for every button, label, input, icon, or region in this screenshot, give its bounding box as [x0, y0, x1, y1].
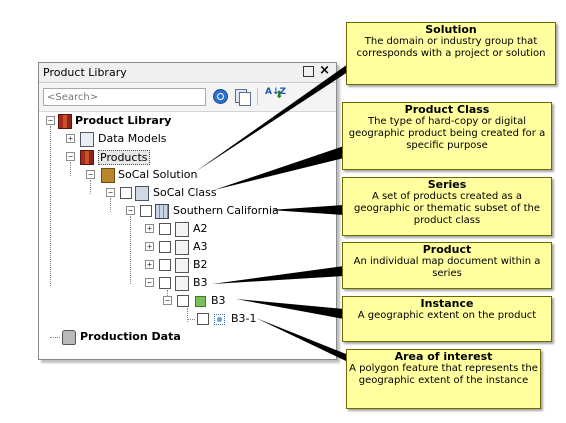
tree-connector	[90, 180, 91, 194]
product-document-icon	[175, 258, 189, 273]
callout-instance: Instance A geographic extent on the prod…	[342, 296, 552, 342]
checkbox-b2[interactable]	[159, 259, 171, 271]
callout-area-of-interest-title: Area of interest	[394, 350, 493, 363]
tree-item-socal-class[interactable]: SoCal Class	[153, 186, 217, 199]
products-icon	[80, 150, 94, 165]
checkbox-southern-california[interactable]	[140, 205, 152, 217]
tree-connector	[50, 337, 60, 338]
product-document-icon	[175, 240, 189, 255]
product-library-tree: − Product Library + Data Models − Produc…	[39, 112, 336, 359]
copy-icon-front	[239, 92, 251, 106]
product-document-icon	[175, 222, 189, 237]
callout-instance-title: Instance	[420, 297, 474, 310]
tree-connector	[130, 216, 131, 284]
database-icon	[62, 330, 76, 345]
tree-connector	[187, 319, 195, 320]
tree-item-b3-instance[interactable]: B3	[211, 294, 226, 307]
callout-product-body: An individual map document within a seri…	[353, 256, 541, 279]
tree-item-b3[interactable]: B3	[193, 276, 208, 289]
checkbox-b3[interactable]	[159, 277, 171, 289]
tree-item-production-data[interactable]: Production Data	[80, 330, 181, 343]
callout-product: Product An individual map document withi…	[342, 242, 552, 289]
class-icon	[135, 186, 149, 201]
checkbox-b3-1[interactable]	[197, 313, 209, 325]
solution-icon	[101, 168, 115, 183]
product-library-window: Product Library × A↓Z⬇ − Product Library…	[38, 62, 337, 360]
close-icon[interactable]: ×	[319, 63, 330, 78]
callout-area-of-interest: Area of interest A polygon feature that …	[346, 349, 541, 409]
expand-toggle-b2[interactable]: +	[145, 260, 154, 269]
expand-toggle-a2[interactable]: +	[145, 224, 154, 233]
collapse-toggle-b3[interactable]: −	[145, 278, 154, 287]
callout-area-of-interest-body: A polygon feature that represents the ge…	[349, 363, 538, 386]
collapse-toggle-class[interactable]: −	[106, 188, 115, 197]
window-title: Product Library	[43, 66, 127, 79]
search-button[interactable]	[211, 87, 229, 105]
callout-solution-body: The domain or industry group that corres…	[356, 36, 546, 59]
toolbar-separator	[257, 88, 258, 105]
checkbox-a2[interactable]	[159, 223, 171, 235]
sort-arrow-icon: ⬇	[275, 90, 284, 101]
window-titlebar: Product Library ×	[39, 63, 336, 83]
sort-button[interactable]: A↓Z⬇	[264, 87, 286, 105]
tree-item-socal-solution[interactable]: SoCal Solution	[118, 168, 198, 181]
callout-series-body: A set of products created as a geographi…	[354, 191, 540, 226]
tree-item-products[interactable]: Products	[98, 150, 150, 165]
tree-connector	[50, 126, 51, 286]
copy-button[interactable]	[233, 87, 251, 106]
tree-connector	[110, 198, 111, 212]
callout-solution: Solution The domain or industry group th…	[346, 22, 556, 85]
restore-icon[interactable]	[303, 66, 314, 77]
collapse-toggle-series[interactable]: −	[126, 206, 135, 215]
expand-toggle-a3[interactable]: +	[145, 242, 154, 251]
search-input[interactable]	[43, 88, 206, 106]
instance-icon	[195, 296, 206, 307]
callout-series-title: Series	[427, 178, 467, 191]
tree-item-a3[interactable]: A3	[193, 240, 208, 253]
callout-product-title: Product	[422, 243, 472, 256]
toolbar: A↓Z⬇	[39, 83, 336, 112]
tree-item-a2[interactable]: A2	[193, 222, 208, 235]
series-icon	[155, 204, 169, 219]
tree-connector	[187, 308, 188, 322]
callout-instance-body: A geographic extent on the product	[357, 310, 537, 321]
data-models-icon	[80, 132, 94, 147]
checkbox-b3-instance[interactable]	[177, 295, 189, 307]
collapse-toggle-solution[interactable]: −	[86, 170, 95, 179]
callout-product-class: Product Class The type of hard-copy or d…	[342, 102, 552, 170]
expand-toggle-data-models[interactable]: +	[66, 134, 75, 143]
tree-item-b2[interactable]: B2	[193, 258, 208, 271]
callout-solution-title: Solution	[425, 23, 477, 36]
area-of-interest-icon	[214, 314, 225, 325]
callout-product-class-body: The type of hard-copy or digital geograp…	[348, 116, 546, 151]
collapse-toggle-root[interactable]: −	[46, 116, 55, 125]
checkbox-socal-class[interactable]	[120, 187, 132, 199]
tree-item-data-models[interactable]: Data Models	[98, 132, 167, 145]
callout-series: Series A set of products created as a ge…	[342, 177, 552, 236]
callout-product-class-title: Product Class	[404, 103, 490, 116]
tree-item-southern-california[interactable]: Southern California	[173, 204, 279, 217]
tree-item-product-library[interactable]: Product Library	[75, 114, 172, 127]
checkbox-a3[interactable]	[159, 241, 171, 253]
library-icon	[58, 114, 72, 129]
collapse-toggle-instance[interactable]: −	[163, 296, 172, 305]
tree-item-b3-1[interactable]: B3-1	[231, 312, 257, 325]
product-document-icon	[175, 276, 189, 291]
tree-connector	[70, 162, 71, 176]
search-icon	[213, 89, 228, 104]
collapse-toggle-products[interactable]: −	[66, 152, 75, 161]
